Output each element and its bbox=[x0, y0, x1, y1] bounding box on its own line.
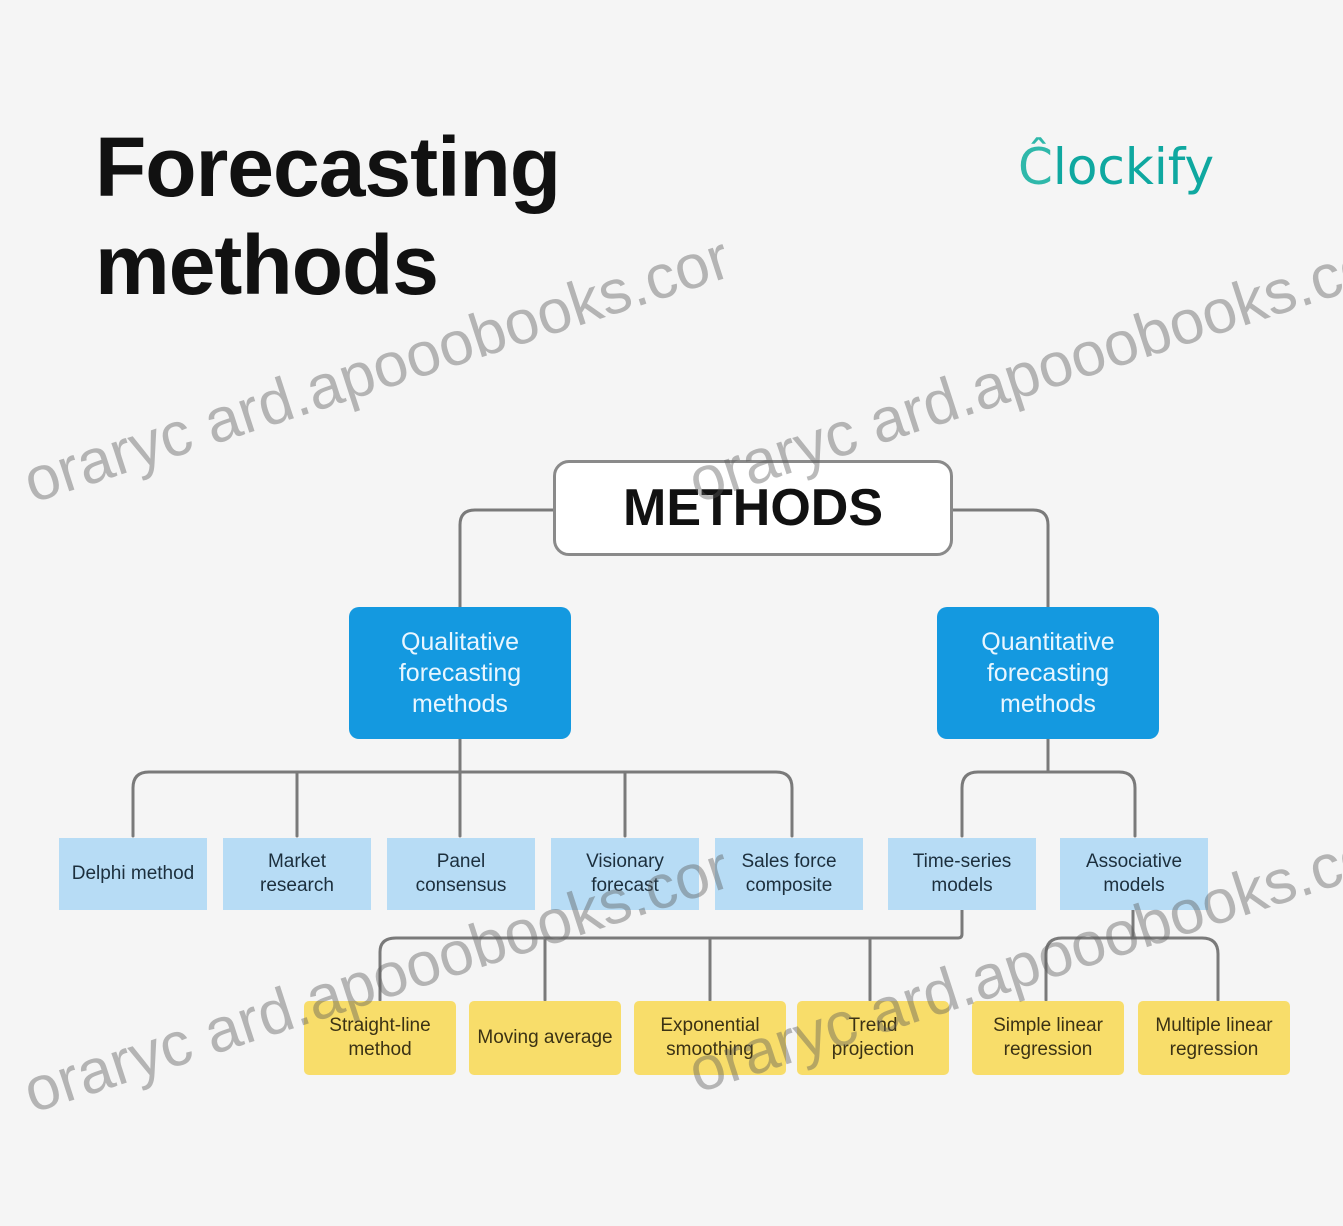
panel-consensus-node: Panel consensus bbox=[387, 838, 535, 910]
qualitative-methods-label: Qualitative forecasting methods bbox=[398, 627, 522, 718]
sales-force-composite-node: Sales force composite bbox=[715, 838, 863, 910]
associative-models-label: Associative models bbox=[1085, 851, 1183, 896]
clockify-logo: Ĉlockify bbox=[1018, 138, 1214, 196]
multiple-linear-regression-label: Multiple linear regression bbox=[1155, 1015, 1273, 1060]
time-series-models-label: Time-series models bbox=[912, 851, 1012, 896]
simple-linear-regression-node: Simple linear regression bbox=[972, 1001, 1124, 1075]
moving-average-label: Moving average bbox=[477, 1027, 613, 1048]
title-line-2: methods bbox=[95, 218, 439, 312]
methods-root-label: METHODS bbox=[623, 479, 883, 537]
market-research-node: Market research bbox=[223, 838, 371, 910]
exponential-smoothing-label: Exponential smoothing bbox=[660, 1015, 760, 1060]
exponential-smoothing-node: Exponential smoothing bbox=[634, 1001, 786, 1075]
quantitative-methods-label: Quantitative forecasting methods bbox=[981, 627, 1115, 718]
delphi-method-label: Delphi method bbox=[71, 863, 195, 884]
panel-consensus-label: Panel consensus bbox=[415, 851, 507, 896]
quantitative-methods-node: Quantitative forecasting methods bbox=[937, 607, 1159, 739]
qualitative-methods-node: Qualitative forecasting methods bbox=[349, 607, 571, 739]
straight-line-method-node: Straight-line method bbox=[304, 1001, 456, 1075]
connector-time-series-bar bbox=[378, 908, 964, 1002]
connector-qualitative-bar bbox=[131, 770, 794, 838]
trend-projection-node: Trend projection bbox=[797, 1001, 949, 1075]
multiple-linear-regression-node: Multiple linear regression bbox=[1138, 1001, 1290, 1075]
title-line-1: Forecasting bbox=[95, 120, 561, 214]
simple-linear-regression-label: Simple linear regression bbox=[993, 1015, 1103, 1060]
visionary-forecast-label: Visionary forecast bbox=[586, 851, 664, 896]
sales-force-composite-label: Sales force composite bbox=[741, 851, 837, 896]
time-series-models-node: Time-series models bbox=[888, 838, 1036, 910]
visionary-forecast-node: Visionary forecast bbox=[551, 838, 699, 910]
logo-text: lockify bbox=[1052, 138, 1215, 196]
associative-models-node: Associative models bbox=[1060, 838, 1208, 910]
page-title: Forecasting methods bbox=[95, 118, 561, 314]
connector-associative-bar bbox=[1044, 936, 1220, 1002]
trend-projection-label: Trend projection bbox=[831, 1015, 915, 1060]
connector-quantitative-bar bbox=[960, 770, 1137, 838]
logo-mark: Ĉ bbox=[1018, 138, 1053, 196]
connector-root-qualitative bbox=[458, 508, 555, 609]
methods-root-node: METHODS bbox=[553, 460, 953, 556]
connector-root-quantitative bbox=[951, 508, 1050, 609]
straight-line-method-label: Straight-line method bbox=[329, 1015, 431, 1060]
moving-average-node: Moving average bbox=[469, 1001, 621, 1075]
delphi-method-node: Delphi method bbox=[59, 838, 207, 910]
market-research-label: Market research bbox=[260, 851, 334, 896]
